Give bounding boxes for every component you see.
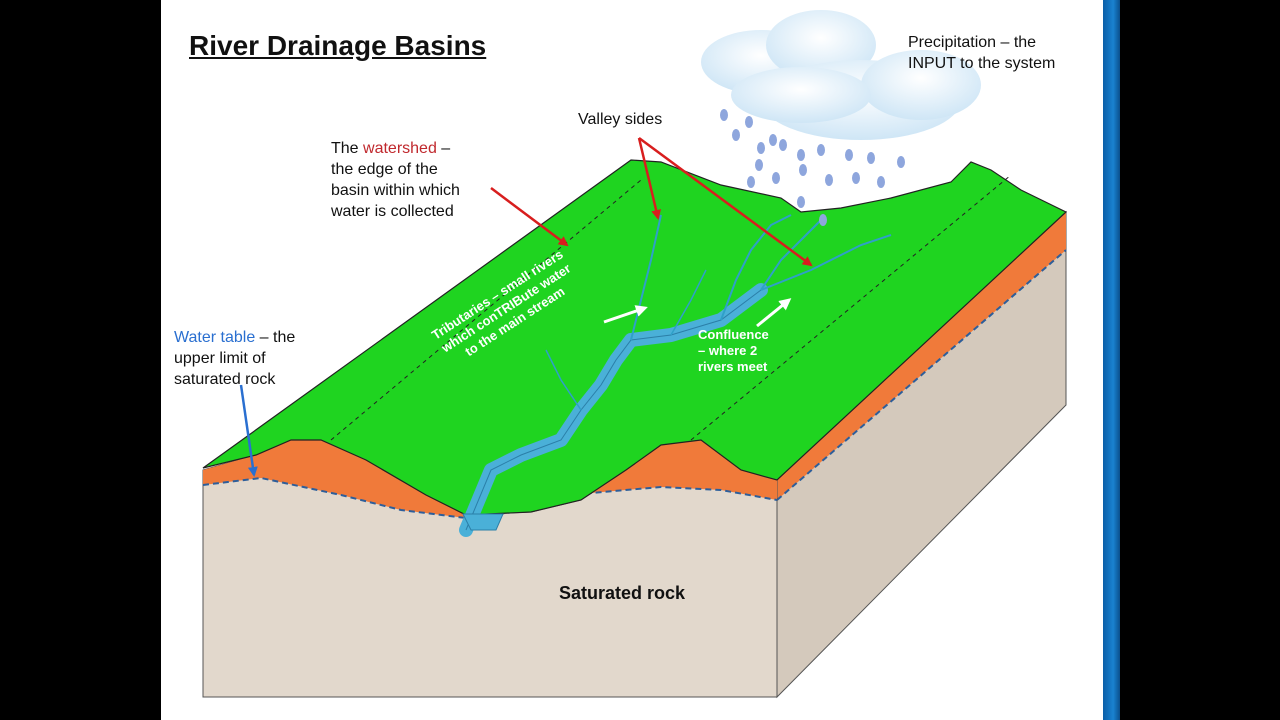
river-channel-outline xyxy=(465,289,762,531)
precipitation-label: Precipitation – the INPUT to the system xyxy=(908,32,1055,74)
watershed-label: The watershed – the edge of the basin wi… xyxy=(331,138,460,222)
confluence-label-line3: rivers meet xyxy=(698,359,768,374)
confluence-arrow xyxy=(756,298,792,328)
watershed-label-line3: basin within which xyxy=(331,182,460,199)
watershed-line-left xyxy=(330,179,642,441)
saturated-rock-label: Saturated rock xyxy=(559,583,686,603)
slide-edge-accent xyxy=(1103,0,1120,720)
watershed-suffix: – xyxy=(436,140,451,157)
water-table-suffix: – the xyxy=(255,329,296,346)
precipitation-label-line2: INPUT to the system xyxy=(908,55,1056,72)
tributary-1 xyxy=(630,214,662,341)
water-table-label-line3: saturated rock xyxy=(174,371,276,388)
rain-cloud xyxy=(701,10,981,140)
watershed-word: watershed xyxy=(363,140,437,157)
tributary-5 xyxy=(670,269,707,336)
slide-canvas: River Drainage Basins Precipitation – th… xyxy=(161,0,1103,720)
water-table-label-line1: Water table – the xyxy=(174,327,295,348)
valley-arrow-left xyxy=(637,137,662,220)
confluence-label-line1: Confluence xyxy=(698,327,769,342)
page-title: River Drainage Basins xyxy=(189,30,487,61)
water-table-label: Water table – the upper limit of saturat… xyxy=(174,327,295,390)
block-right-soil xyxy=(777,212,1066,500)
confluence-label: Confluence – where 2 rivers meet xyxy=(698,327,769,375)
right-water-table-line xyxy=(776,249,1067,501)
watershed-label-line4: water is collected xyxy=(331,203,454,220)
left-letterbox xyxy=(0,0,160,720)
water-table-word: Water table xyxy=(174,329,256,346)
right-letterbox xyxy=(1103,0,1280,720)
confluence-label-line2: – where 2 xyxy=(698,343,758,358)
raindrops xyxy=(720,109,905,226)
watershed-arrow xyxy=(490,187,569,247)
watershed-label-line2: the edge of the xyxy=(331,161,438,178)
watershed-label-line1: The watershed – xyxy=(331,138,460,159)
watershed-line-right xyxy=(690,174,1012,441)
tributary-2 xyxy=(720,214,792,321)
water-table-arrow xyxy=(239,384,258,477)
drainage-basin-diagram xyxy=(202,10,1068,699)
tributary-6 xyxy=(545,349,582,411)
precipitation-label-line1: Precipitation – the xyxy=(908,34,1037,51)
valley-arrow-right xyxy=(638,136,813,267)
tributary-arrow xyxy=(603,305,648,324)
water-table-label-line2: upper limit of xyxy=(174,350,266,367)
valley-sides-label: Valley sides xyxy=(578,111,663,128)
tributary-3 xyxy=(760,234,892,291)
river-mouth xyxy=(462,513,504,531)
block-front-soil xyxy=(203,440,777,518)
watershed-prefix: The xyxy=(331,140,364,157)
